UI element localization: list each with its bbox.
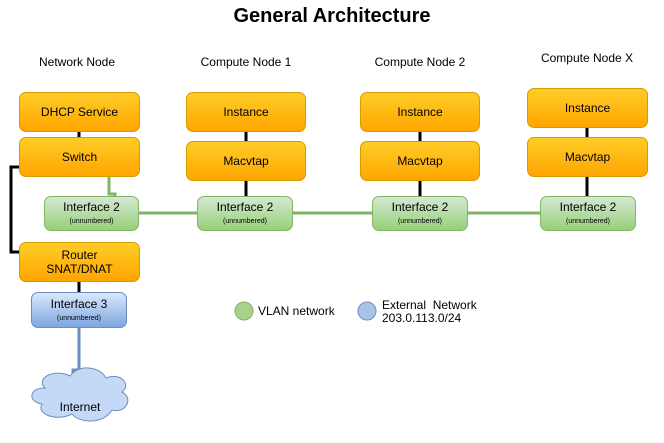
internet-cloud-shape xyxy=(31,367,129,422)
cx-interface-2[interactable]: Interface 2 (unnumbered) xyxy=(540,196,636,231)
internet-label: Internet xyxy=(59,400,101,414)
c1-instance-box[interactable]: Instance xyxy=(186,92,306,132)
network-node-label: Network Node xyxy=(38,55,116,69)
compute-node-x-label: Compute Node X xyxy=(540,51,634,65)
legend-vlan-label: VLAN network xyxy=(258,304,335,318)
cx-instance-box[interactable]: Instance xyxy=(527,88,648,128)
legend-vlan-swatch xyxy=(234,301,254,321)
c2-interface-2[interactable]: Interface 2 (unnumbered) xyxy=(372,196,468,231)
c2-macvtap-box[interactable]: Macvtap xyxy=(360,141,480,181)
switch-box[interactable]: Switch xyxy=(19,137,140,177)
link-switch-router xyxy=(9,165,20,254)
legend-external-swatch xyxy=(357,301,377,321)
network-interface-3[interactable]: Interface 3 (unnumbered) xyxy=(31,292,127,328)
c1-interface-2[interactable]: Interface 2 (unnumbered) xyxy=(197,196,293,231)
c2-instance-box[interactable]: Instance xyxy=(360,92,480,132)
cx-macvtap-box[interactable]: Macvtap xyxy=(527,137,648,177)
dhcp-service-box[interactable]: DHCP Service xyxy=(19,92,140,132)
diagram-title: General Architecture xyxy=(233,5,431,27)
link-switch-iface2 xyxy=(107,177,117,198)
compute-node-1-label: Compute Node 1 xyxy=(200,55,292,69)
network-interface-2[interactable]: Interface 2 (unnumbered) xyxy=(44,196,139,231)
c1-macvtap-box[interactable]: Macvtap xyxy=(186,141,306,181)
compute-node-2-label: Compute Node 2 xyxy=(374,55,466,69)
router-box[interactable]: Router SNAT/DNAT xyxy=(19,242,140,282)
legend-external-label: External Network 203.0.113.0/24 xyxy=(382,298,477,325)
